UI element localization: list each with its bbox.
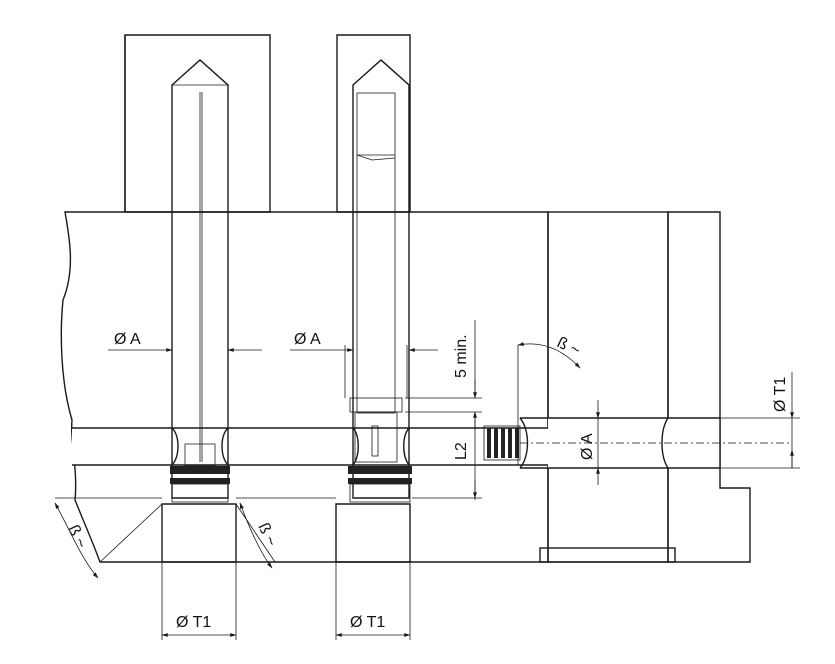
left-bore bbox=[170, 59, 230, 503]
beta-right-label: ß ~ bbox=[554, 334, 583, 359]
five-min-label: 5 min. bbox=[453, 334, 470, 378]
ejector-pin bbox=[356, 92, 396, 414]
dia-t1-mid-label: Ø T1 bbox=[350, 614, 385, 631]
right-cavity-bottom bbox=[539, 547, 676, 563]
right-cavity bbox=[547, 211, 669, 563]
l2-label: L2 bbox=[453, 442, 470, 460]
middle-bore bbox=[348, 59, 412, 503]
dimension-lines bbox=[54, 320, 800, 640]
dia-a-left-label: Ø A bbox=[114, 331, 141, 348]
dia-a-mid-label: Ø A bbox=[294, 331, 321, 348]
dia-t1-left-label: Ø T1 bbox=[176, 614, 211, 631]
dia-t1-right-label: Ø T1 bbox=[772, 377, 789, 412]
right-block bbox=[667, 211, 751, 563]
lower-bores bbox=[55, 497, 411, 563]
dia-a-right-label: Ø A bbox=[579, 433, 596, 460]
middle-tower bbox=[336, 34, 411, 213]
